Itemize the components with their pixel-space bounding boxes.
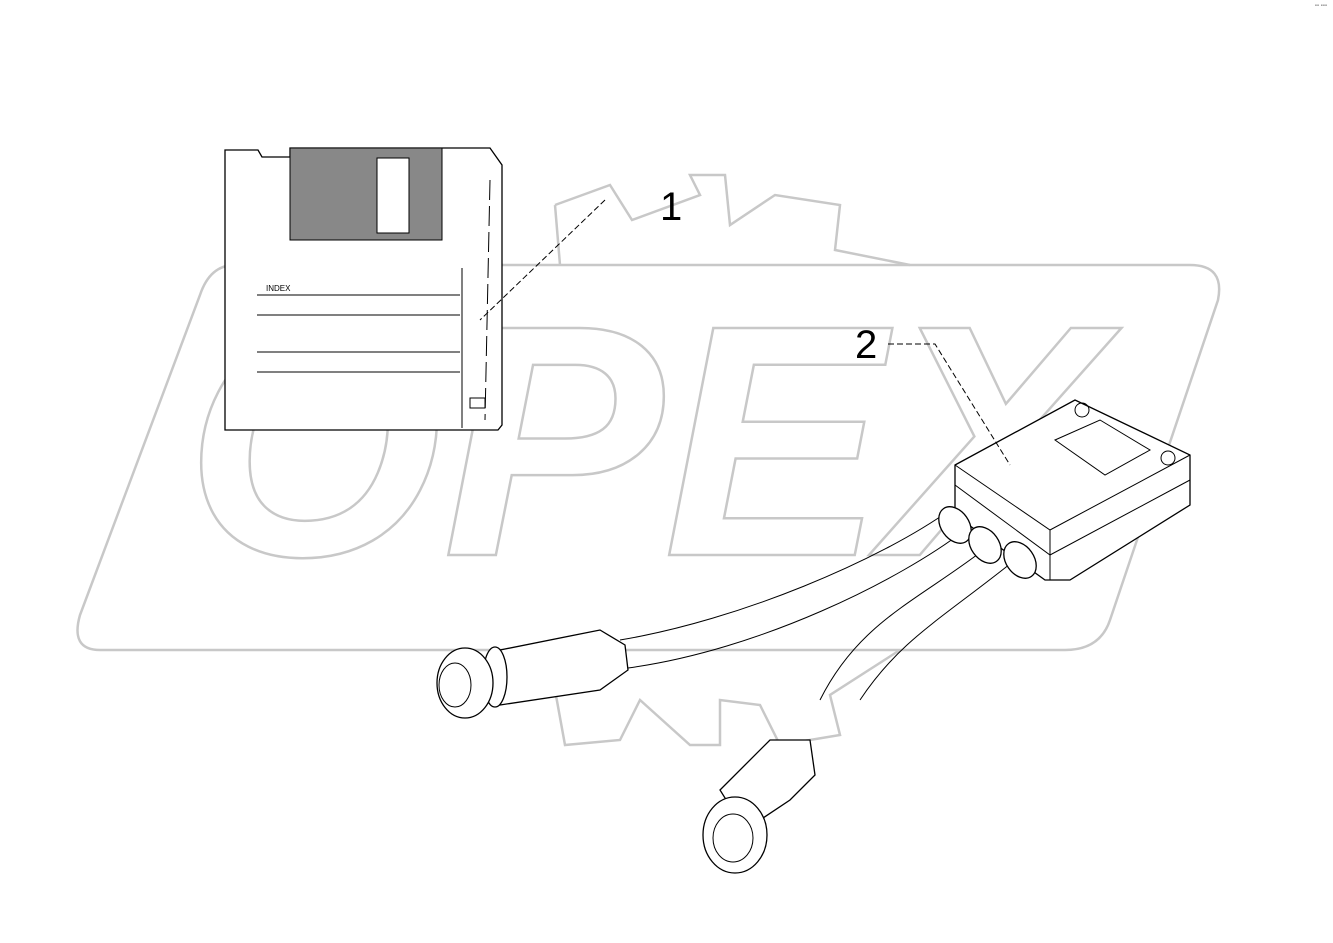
- cable-adapter: [436, 399, 1191, 874]
- watermark-frame: [76, 263, 1221, 652]
- watermark-gear: [553, 173, 911, 747]
- floppy-disk: INDEX: [224, 147, 503, 431]
- callout-1: 1: [660, 185, 682, 229]
- corner-mark: ▪▪ ▪▪▪: [1314, 3, 1327, 9]
- floppy-label-text: INDEX: [266, 284, 291, 293]
- callout-2: 2: [855, 323, 877, 367]
